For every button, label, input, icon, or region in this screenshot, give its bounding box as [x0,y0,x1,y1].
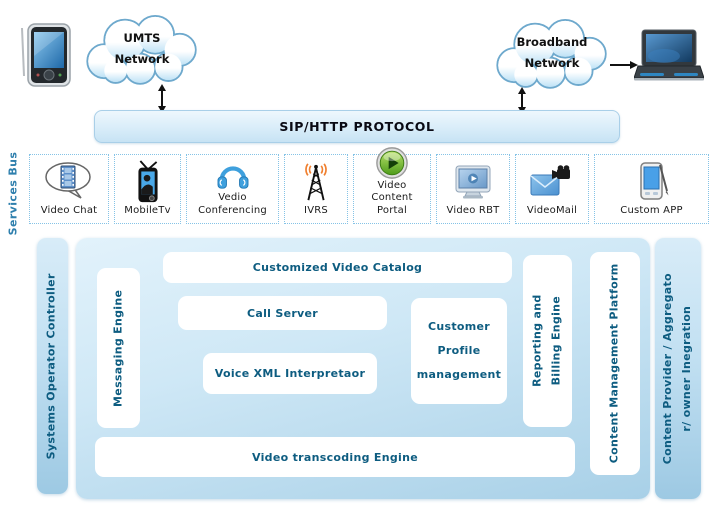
content-provider-label: Content Provider / Aggregato r/ owner In… [661,272,693,465]
videomail-icon [529,160,575,205]
service-video-content-portal: Video Content Portal [353,146,431,224]
content-management-label: Content Management Platform [607,263,621,464]
service-label: VideoMail [526,204,578,216]
systems-operator-controller-label: Systems Operator Controller [45,272,59,460]
umts-network-cloud: UMTS Network [76,6,208,90]
service-label: MobileTv [124,204,171,216]
messaging-engine-box: Messaging Engine [97,268,140,428]
service-label: Video Content Portal [371,179,413,216]
laptop-icon [633,28,705,88]
video-transcoding-box: Video transcoding Engine [95,437,575,477]
video-rbt-icon [452,160,494,205]
video-chat-icon [43,160,95,205]
sip-http-protocol-label: SIP/HTTP PROTOCOL [279,119,435,134]
service-label: IVRS [304,204,328,216]
service-label: Video RBT [446,204,500,216]
service-video-rbt: Video RBT [436,154,510,224]
mobile-tv-icon [131,160,165,205]
content-provider-bar: Content Provider / Aggregato r/ owner In… [655,238,701,499]
service-mobile-tv: MobileTv [114,154,181,224]
messaging-engine-label: Messaging Engine [111,289,125,407]
custom-app-icon [634,160,670,205]
video-content-portal-icon [375,146,409,180]
services-bus-row: Video Chat MobileTv [29,146,709,224]
service-ivrs: IVRS [284,154,348,224]
service-custom-app: Custom APP [594,154,709,224]
umts-network-label: UMTS Network [114,31,170,66]
voice-xml-interpreter-box: Voice XML Interpretaor [203,353,377,394]
content-management-box: Content Management Platform [590,252,640,475]
sip-http-protocol-bar: SIP/HTTP PROTOCOL [94,110,620,143]
service-label: Video Chat [40,204,98,216]
smartphone-icon [18,22,74,98]
reporting-billing-label: Reporting and Billing Engine [530,294,563,388]
ivrs-tower-icon [297,160,335,205]
reporting-billing-box: Reporting and Billing Engine [523,255,572,427]
broadband-network-cloud: Broadband Network [486,10,618,94]
umts-protocol-arrow [155,84,169,117]
service-video-conferencing: Vedio Conferencing [186,154,279,224]
broadband-laptop-arrow [610,56,638,75]
broadband-network-label: Broadband Network [516,35,588,70]
service-label: Custom APP [620,204,683,216]
service-video-chat: Video Chat [29,154,109,224]
service-label: Vedio Conferencing [198,192,267,216]
video-conferencing-icon [213,160,253,192]
systems-operator-controller-bar: Systems Operator Controller [37,238,68,494]
customer-profile-box: Customer Profile management [411,298,507,404]
customized-video-catalog-box: Customized Video Catalog [163,252,512,283]
call-server-box: Call Server [178,296,387,330]
service-videomail: VideoMail [515,154,589,224]
services-bus-label: Services Bus [6,151,20,235]
